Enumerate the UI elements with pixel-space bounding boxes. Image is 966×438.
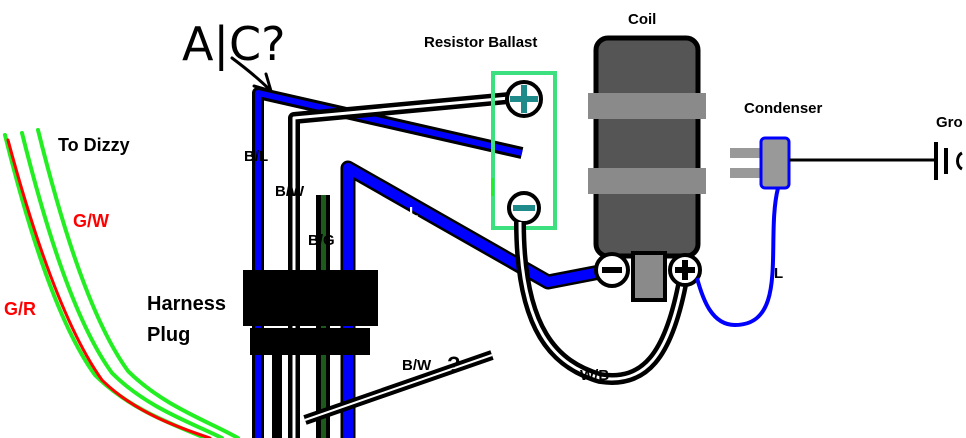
ballast-green-mark	[491, 178, 494, 196]
green-wire-2	[20, 131, 224, 438]
coil	[588, 35, 706, 302]
ballast-minus-sign	[513, 205, 535, 211]
bw-lower-wire-label: B/W	[402, 357, 432, 374]
l-wire-outline	[340, 160, 612, 438]
coil-label: Coil	[628, 11, 656, 28]
gr-wire-label: G/R	[4, 299, 36, 319]
bl-wire-label: B/L	[244, 148, 268, 165]
condenser	[730, 136, 963, 190]
condenser-l-wire	[695, 187, 780, 328]
red-wire	[6, 138, 212, 438]
coil-tower	[631, 251, 667, 302]
bw-lower-wire	[304, 354, 493, 421]
l-wire-label: L	[409, 204, 418, 221]
harness-black-wire	[272, 350, 282, 438]
bw-wire-label: B/W	[275, 183, 305, 200]
harness-plug	[243, 270, 378, 355]
ac-question-label: A|C?	[182, 17, 286, 72]
bw-question-mark: ?	[447, 352, 460, 377]
ac-arrow	[230, 56, 273, 93]
condenser-label: Condenser	[744, 100, 823, 117]
green-wire-3	[36, 128, 240, 438]
resistor-ballast-label: Resistor Ballast	[424, 34, 537, 51]
condenser-tab-upper	[730, 148, 762, 158]
harness-label-line1: Harness	[147, 293, 226, 315]
coil-plus-horizontal	[675, 267, 695, 273]
gw-wire-label: G/W	[73, 211, 109, 231]
coil-band-upper	[588, 93, 706, 119]
coil-minus-sign	[602, 267, 622, 273]
coil-body	[593, 35, 701, 259]
condenser-tab-lower	[730, 168, 762, 178]
condenser-body	[759, 136, 791, 190]
bg-wire-label: B/G	[308, 232, 335, 249]
ballast-plus-horizontal	[510, 96, 538, 102]
ac-annotation	[230, 56, 273, 93]
ground-plate-3	[956, 151, 963, 171]
harness-plug-bottom	[250, 328, 370, 355]
to-dizzy-label: To Dizzy	[58, 135, 130, 155]
harness-plug-top	[243, 270, 378, 326]
coil-band-lower	[588, 168, 706, 194]
wb-wire	[518, 221, 684, 381]
condenser-l-label: L	[774, 265, 783, 282]
ground-label: Gro	[936, 114, 963, 131]
wb-wire-label: W/B	[580, 367, 609, 384]
dizzy-wire-bundle	[3, 128, 240, 438]
harness-label-line2: Plug	[147, 324, 190, 346]
l-wire	[343, 163, 611, 438]
